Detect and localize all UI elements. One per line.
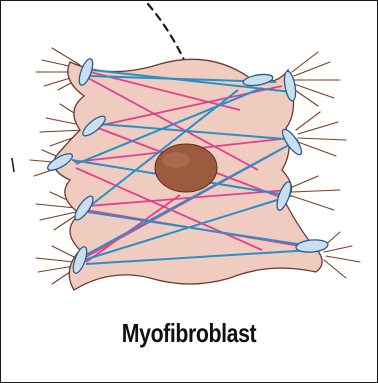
nucleus-highlight (162, 152, 190, 168)
nucleus (155, 144, 217, 192)
left-tick-mark (12, 158, 14, 172)
dashed-pointer-line (148, 4, 185, 62)
figure-caption: Myofibroblast (34, 318, 344, 349)
